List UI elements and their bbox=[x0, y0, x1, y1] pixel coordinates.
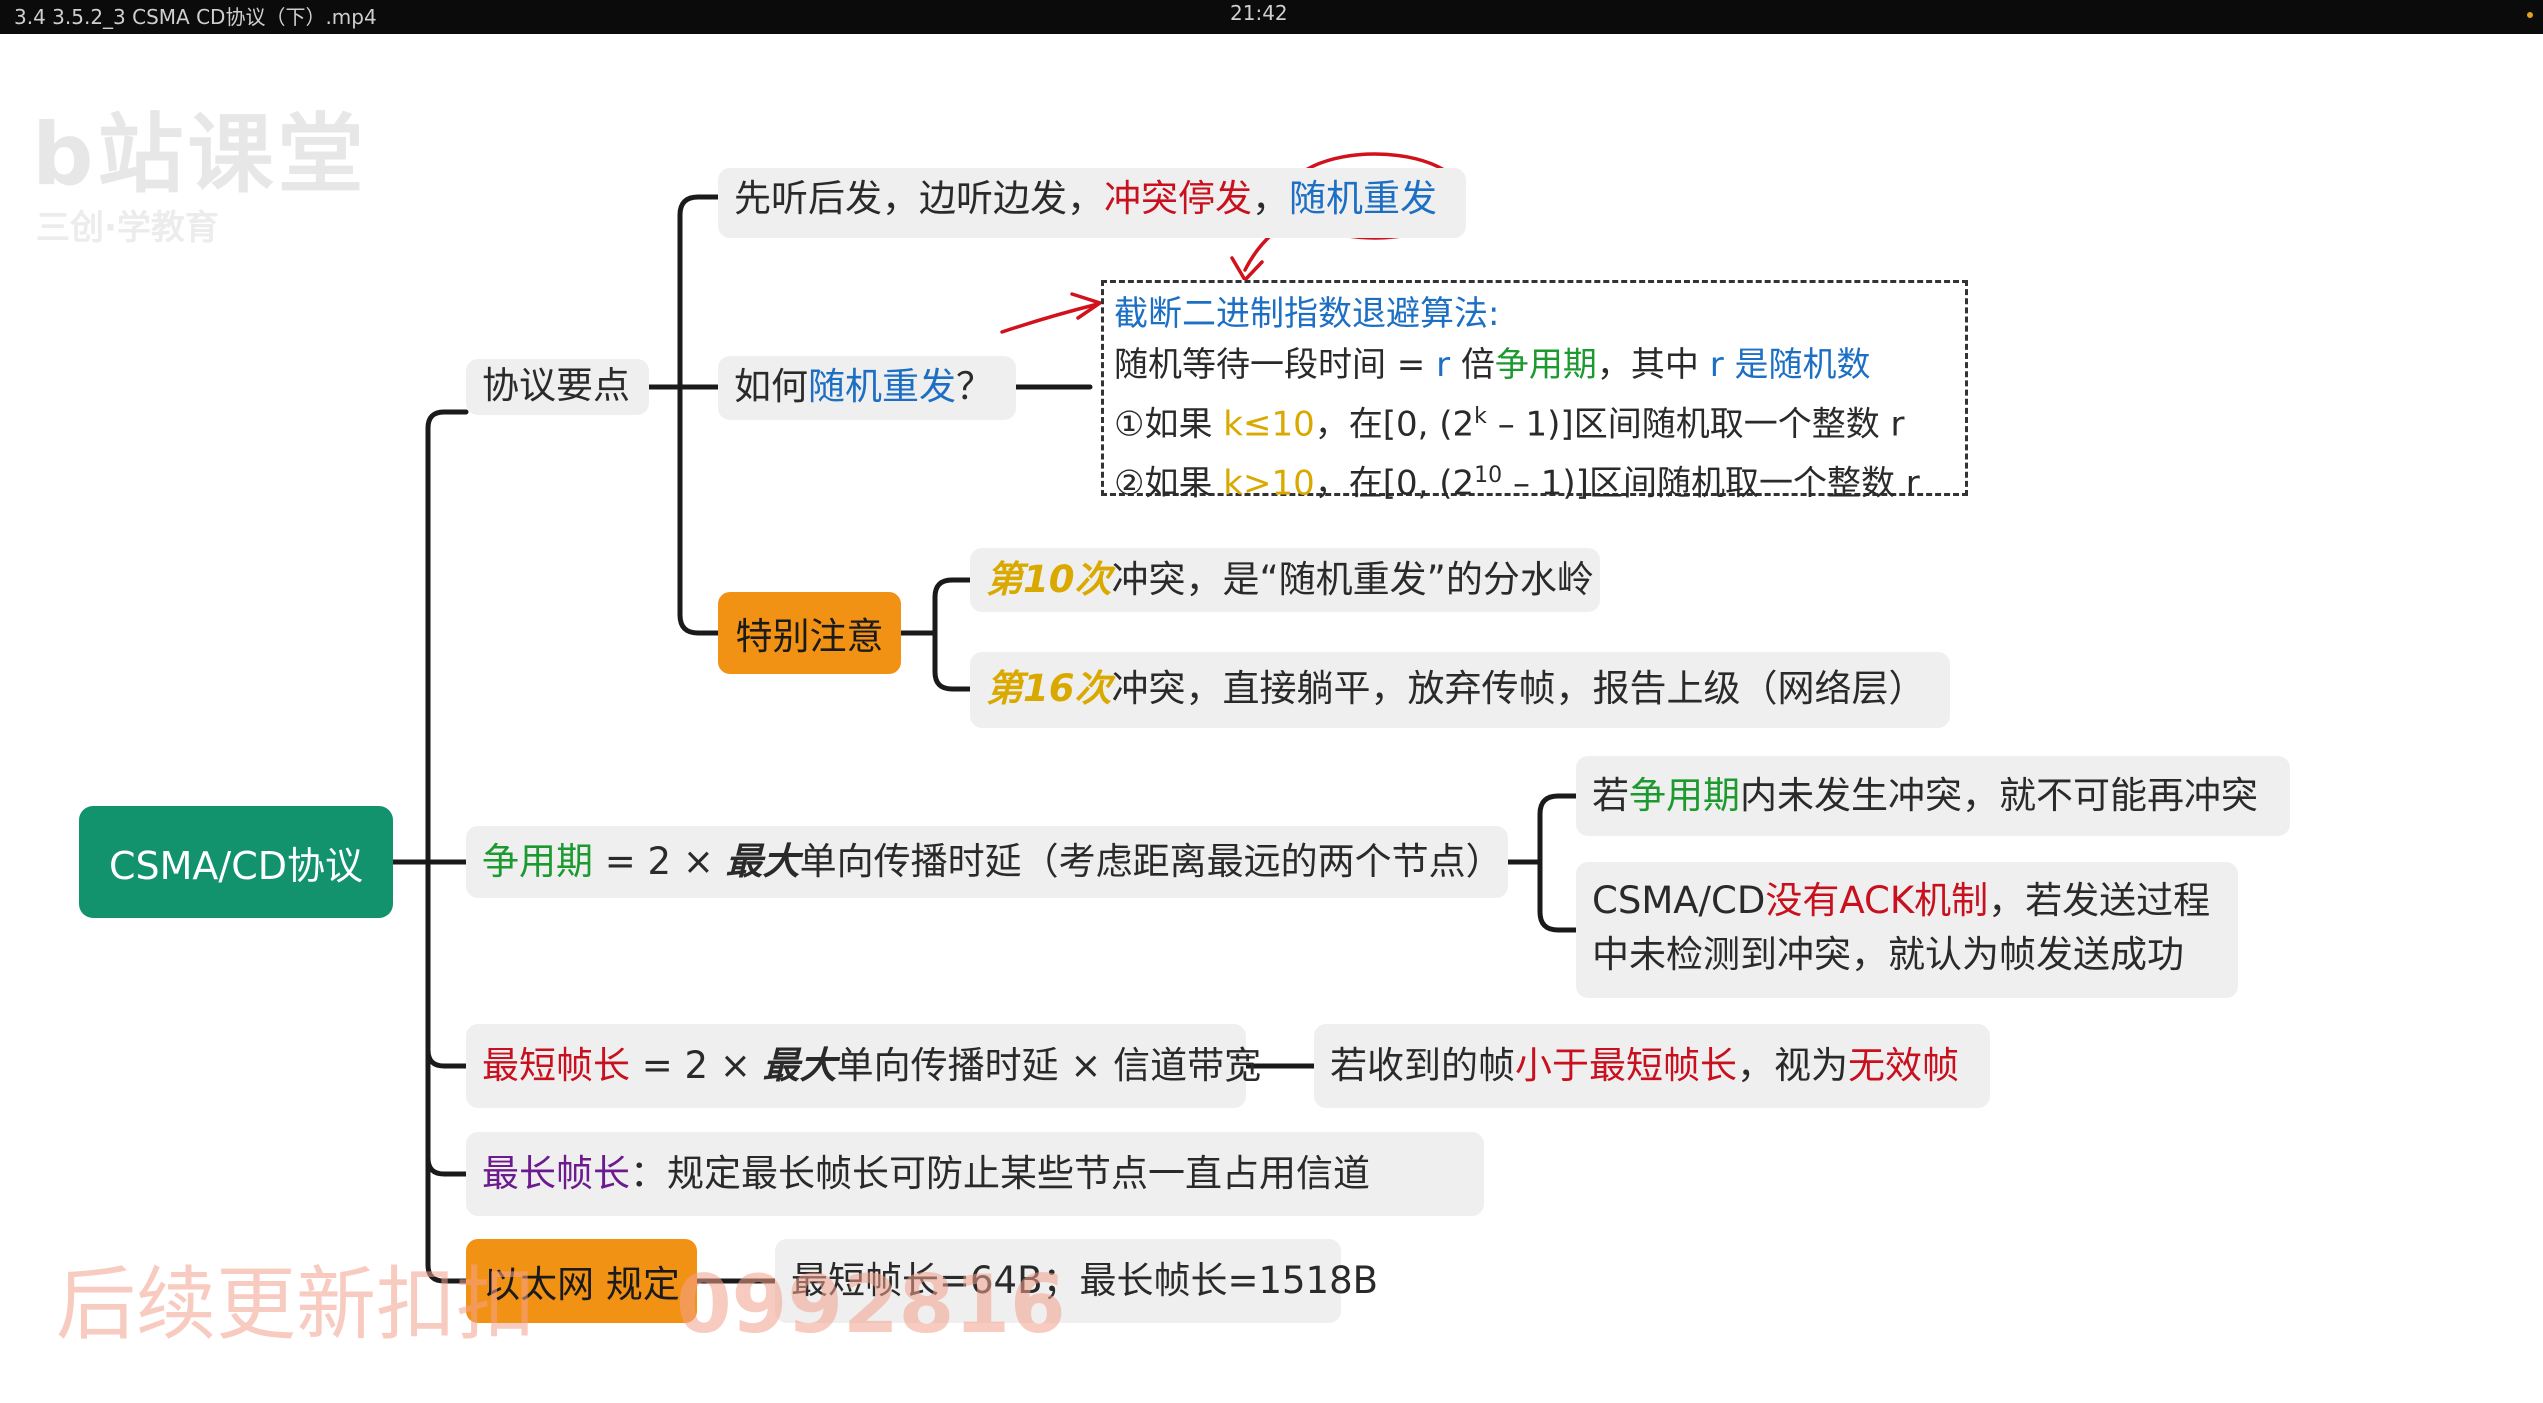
special-10-highlight: 第10次 bbox=[986, 558, 1112, 601]
contention-eq: = 2 × bbox=[593, 840, 726, 883]
algo-l1-r: r bbox=[1436, 345, 1451, 385]
mfn-b: ，视为 bbox=[1737, 1044, 1848, 1087]
cn2-line1: CSMA/CD没有ACK机制，若发送过程 bbox=[1592, 874, 2222, 928]
algo-l1-contention: 争用期 bbox=[1494, 345, 1597, 385]
algo-l2-b: ，在[0, (2 bbox=[1314, 404, 1475, 445]
algo-l3-sup: 10 bbox=[1474, 463, 1503, 489]
min-frame-term: 最短帧长 bbox=[482, 1044, 630, 1087]
how-highlight: 随机重发 bbox=[808, 365, 956, 408]
principle-node: 先听后发，边听边发，冲突停发，随机重发 bbox=[718, 168, 1466, 238]
cn2-line2: 中未检测到冲突，就认为帧发送成功 bbox=[1592, 933, 2184, 976]
contention-max: 最大 bbox=[725, 840, 800, 883]
logo-watermark-sub: 三创·学教育 bbox=[36, 208, 219, 248]
min-frame-rest: 单向传播时延 × 信道带宽 bbox=[836, 1044, 1262, 1087]
contention-period-node: 争用期 = 2 × 最大单向传播时延（考虑距离最远的两个节点） bbox=[466, 826, 1508, 898]
clock: 21:42 bbox=[1230, 1, 1288, 25]
algo-l3-a: ②如果 bbox=[1114, 463, 1224, 504]
special-16-text: 冲突，直接躺平，放弃传帧，报告上级（网络层） bbox=[1111, 667, 1926, 710]
algo-l1-r-random: r 是随机数 bbox=[1709, 345, 1871, 385]
principle-comma: ， bbox=[1252, 177, 1289, 220]
algo-l2-sup: k bbox=[1474, 404, 1487, 429]
algorithm-line-3: ②如果 k>10，在[0, (210 – 1)]区间随机取一个整数 r bbox=[1114, 450, 1965, 509]
min-frame-eq: = 2 × bbox=[630, 1044, 763, 1087]
contention-term: 争用期 bbox=[482, 840, 593, 883]
mfn-a: 若收到的帧 bbox=[1330, 1044, 1515, 1087]
max-frame-node: 最长帧长：规定最长帧长可防止某些节点一直占用信道 bbox=[466, 1132, 1484, 1216]
algo-l3-b: ，在[0, (2 bbox=[1314, 463, 1475, 504]
min-frame-max: 最大 bbox=[762, 1044, 837, 1087]
special-16-highlight: 第16次 bbox=[986, 667, 1112, 710]
algorithm-line-1: 随机等待一段时间 = r 倍争用期，其中 r 是随机数 bbox=[1114, 340, 1965, 391]
algorithm-line-2: ①如果 k≤10，在[0, (2k – 1)]区间随机取一个整数 r bbox=[1114, 391, 1965, 450]
how-node: 如何随机重发？ bbox=[718, 356, 1016, 420]
max-frame-term: 最长帧长 bbox=[482, 1152, 630, 1195]
root-node: CSMA/CD协议 bbox=[79, 806, 393, 918]
algo-l1-b: 倍 bbox=[1450, 345, 1495, 385]
title-bar: 3.4 3.5.2_3 CSMA CD协议（下）.mp4 21:42 bbox=[0, 0, 2543, 34]
contention-note-1: 若争用期内未发生冲突，就不可能再冲突 bbox=[1576, 756, 2290, 836]
contention-note-2: CSMA/CD没有ACK机制，若发送过程 中未检测到冲突，就认为帧发送成功 bbox=[1576, 862, 2238, 998]
cn1-b: 内未发生冲突，就不可能再冲突 bbox=[1740, 774, 2258, 817]
algo-l3-cond: k>10 bbox=[1223, 463, 1315, 504]
how-prefix: 如何 bbox=[734, 365, 808, 408]
algo-l1-c: ，其中 bbox=[1596, 345, 1710, 385]
special-note-node: 特别注意 bbox=[718, 592, 901, 674]
contention-rest: 单向传播时延（考虑距离最远的两个节点） bbox=[799, 840, 1503, 883]
cn2-b: ，若发送过程 bbox=[1988, 879, 2211, 922]
principle-collision-stop: 冲突停发 bbox=[1104, 177, 1252, 220]
video-title: 3.4 3.5.2_3 CSMA CD协议（下）.mp4 bbox=[14, 5, 377, 29]
algorithm-title: 截断二进制指数退避算法: bbox=[1114, 294, 1500, 334]
cn2-red: 没有ACK机制 bbox=[1765, 879, 1989, 922]
algo-l2-c: – 1)]区间随机取一个整数 r bbox=[1486, 404, 1905, 445]
protocol-points-node: 协议要点 bbox=[466, 359, 649, 415]
ethernet-value: 最短帧长=64B；最长帧长=1518B bbox=[775, 1239, 1378, 1323]
how-suffix: ？ bbox=[956, 365, 993, 408]
status-dot-icon bbox=[2527, 12, 2533, 18]
mfn-red2: 无效帧 bbox=[1848, 1044, 1959, 1087]
principle-random-resend: 随机重发 bbox=[1289, 177, 1437, 220]
special-item-16: 第16次冲突，直接躺平，放弃传帧，报告上级（网络层） bbox=[970, 652, 1950, 728]
min-frame-note: 若收到的帧小于最短帧长，视为无效帧 bbox=[1314, 1024, 1990, 1108]
special-item-10: 第10次冲突，是“随机重发”的分水岭 bbox=[970, 548, 1600, 612]
algo-l2-a: ①如果 bbox=[1114, 404, 1224, 445]
cn2-a: CSMA/CD bbox=[1592, 879, 1766, 922]
mfn-red1: 小于最短帧长 bbox=[1515, 1044, 1737, 1087]
algo-l3-c: – 1)]区间随机取一个整数 r bbox=[1502, 463, 1920, 504]
min-frame-node: 最短帧长 = 2 × 最大单向传播时延 × 信道带宽 bbox=[466, 1024, 1261, 1108]
algo-l1-a: 随机等待一段时间 = bbox=[1114, 345, 1437, 385]
algo-l2-cond: k≤10 bbox=[1223, 404, 1315, 445]
ethernet-node: 以太网 规定 bbox=[466, 1239, 697, 1323]
cn1-term: 争用期 bbox=[1629, 774, 1740, 817]
max-frame-rest: ：规定最长帧长可防止某些节点一直占用信道 bbox=[630, 1152, 1370, 1195]
special-10-text: 冲突，是“随机重发”的分水岭 bbox=[1111, 558, 1594, 601]
principle-text-1: 先听后发，边听边发， bbox=[734, 177, 1104, 220]
backoff-algorithm-box: 截断二进制指数退避算法: 随机等待一段时间 = r 倍争用期，其中 r 是随机数… bbox=[1101, 280, 1968, 504]
cn1-a: 若 bbox=[1592, 774, 1629, 817]
logo-watermark: b站课堂 bbox=[32, 105, 368, 205]
